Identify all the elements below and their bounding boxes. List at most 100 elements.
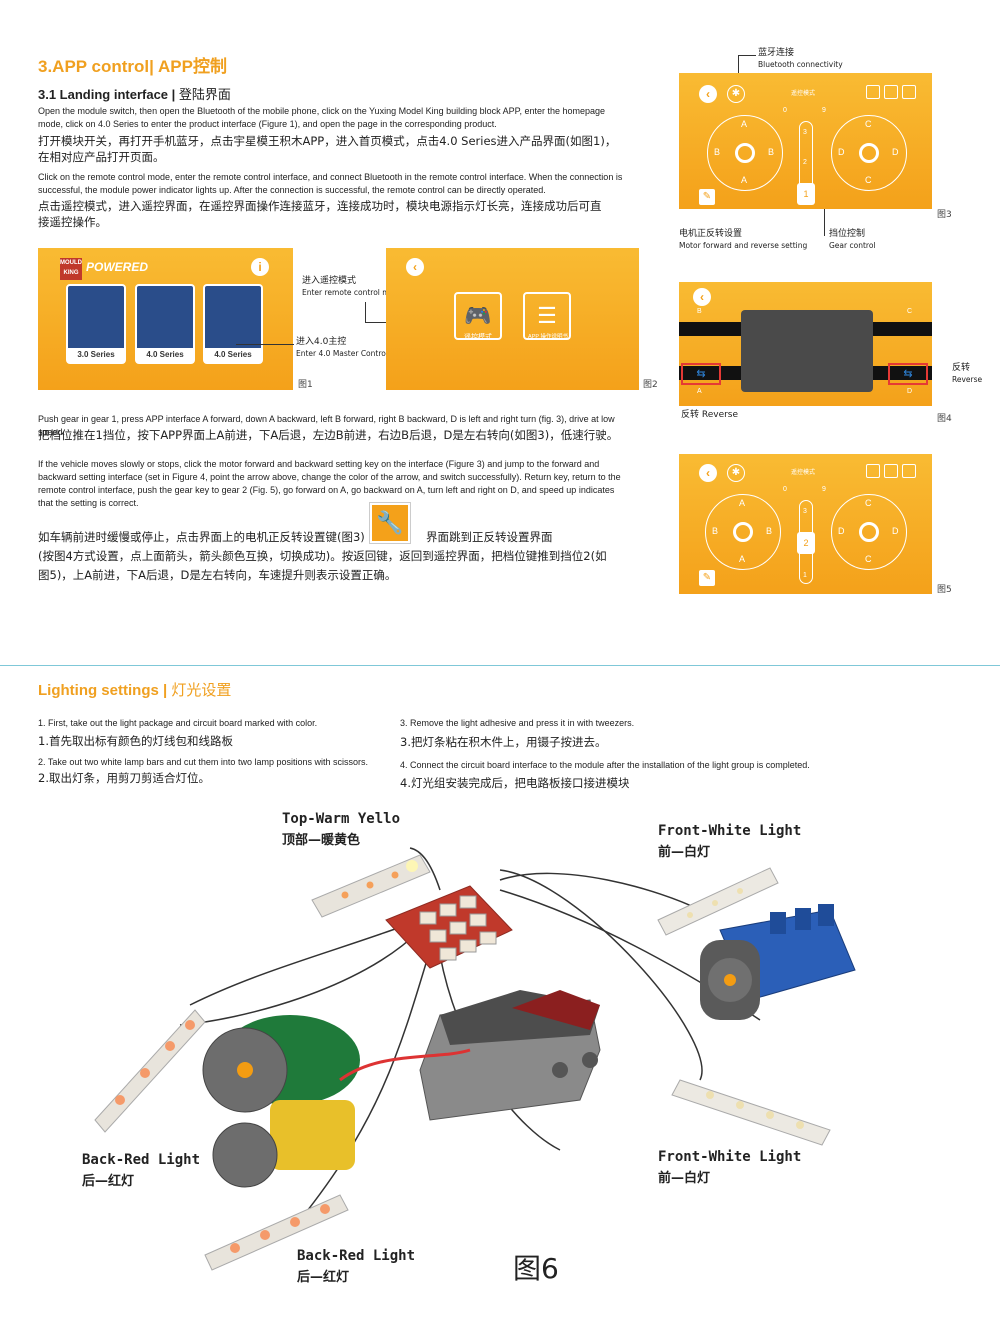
step4-cn: 4.灯光组安装完成后，把电路板接口接进模块 [400,776,630,790]
key-c-down[interactable]: C [865,554,872,564]
gamepad-icon[interactable]: 🎮 [454,292,502,340]
label-top-warm-cn: 顶部—暖黄色 [282,833,361,848]
label-front-white-1-en: Front-White Light [658,823,802,839]
key-c-up[interactable]: C [865,498,872,508]
port-b: B [697,308,702,315]
speed-0: 0 [783,107,787,114]
battery-icon [866,85,880,99]
top-warm-light-strip [311,854,431,918]
key-a-up[interactable]: A [739,498,746,508]
key-b-right[interactable]: B [766,526,773,536]
series-card-4a[interactable]: 4.0 Series [135,284,195,364]
port-d: D [907,388,913,395]
callout-line [738,55,739,88]
fig2-panel: ‹ 🎮 遥控模式 ☰ APP 操作说明书 [386,248,639,390]
gear-slider-thumb[interactable]: 2 [797,532,815,554]
para4-cn-c: (按图4方式设置，点上面箭头，箭头颜色互换，切换成功)。按返回键，返回到遥控界面… [38,549,607,582]
para2-en: Click on the remote control mode, enter … [38,172,623,195]
right-cable [873,322,932,336]
key-d-right[interactable]: D [892,147,899,157]
key-a-down[interactable]: A [741,175,748,185]
callout-line [738,55,756,56]
key-c-down[interactable]: C [865,175,872,185]
subsection-title: 3.1 Landing interface | 登陆界面 [38,87,231,103]
key-d-left[interactable]: D [838,526,845,536]
callout-reverse-left: 反转 Reverse [681,410,739,420]
left-cable [679,322,741,336]
bluetooth-icon[interactable]: ✱ [727,85,745,103]
key-c-up[interactable]: C [865,119,872,129]
back-icon[interactable]: ‹ [699,464,717,482]
label-front-white-2-cn: 前—白灯 [658,1171,711,1186]
label-back-red-1-cn: 后—红灯 [82,1174,135,1189]
series-card-4b[interactable]: 4.0 Series [203,284,263,364]
key-b-left[interactable]: B [712,526,719,536]
key-b-left[interactable]: B [714,147,721,157]
motor-setting-icon[interactable]: ✎ [699,189,715,205]
gear-1: 1 [803,572,807,579]
motor-setting-icon[interactable]: ✎ [699,570,715,586]
key-a-down[interactable]: A [739,554,746,564]
gear-slider-thumb[interactable]: 1 [797,183,815,205]
key-a-up[interactable]: A [741,119,748,129]
series-card-label: 3.0 Series [68,348,124,362]
fig5-title: 遥控模式 [791,470,816,476]
back-icon[interactable]: ‹ [406,258,424,276]
screen-icon [884,85,898,99]
module-top-view [741,310,873,392]
series-card-3[interactable]: 3.0 Series [66,284,126,364]
para4-cn-a: 如车辆前进时缓慢或停止，点击界面上的电机正反转设置键(图3) [38,530,365,544]
section-divider [0,665,1000,666]
left-joystick[interactable] [705,494,781,570]
bluetooth-icon[interactable]: ✱ [727,464,745,482]
lighting-title-cn: 灯光设置 [171,681,232,699]
fig3-label: 图3 [937,210,952,220]
step3-en: 3. Remove the light adhesive and press i… [400,718,635,728]
right-joystick[interactable] [831,115,907,191]
battery-box-module [419,990,601,1121]
settings-icon [902,464,916,478]
label-front-white-2-en: Front-White Light [658,1149,802,1165]
battery-icon [866,464,880,478]
right-joystick[interactable] [831,494,907,570]
step1-cn: 1.首先取出标有颜色的灯线包和线路板 [38,734,233,748]
section-title: 3.APP control| APP控制 [38,57,227,76]
step2-en: 2. Take out two white lamp bars and cut … [38,757,368,767]
reverse-arrow-right[interactable]: ⇆ [888,363,928,385]
remote-mode-label: 遥控模式 [464,334,492,341]
back-icon[interactable]: ‹ [693,288,711,306]
back-icon[interactable]: ‹ [699,85,717,103]
label-back-red-2-cn: 后—红灯 [297,1270,350,1285]
port-a: A [697,388,702,395]
red-circuit-board [385,885,513,969]
speed-0: 0 [783,486,787,493]
info-icon[interactable]: i [251,258,269,276]
para4-en: If the vehicle moves slowly or stops, cl… [38,459,621,508]
label-front-white-2: Front-White Light 前—白灯 [658,1148,801,1186]
para1-en: Open the module switch, then open the Bl… [38,106,606,129]
key-d-right[interactable]: D [892,526,899,536]
fig6-label: 图6 [513,1252,559,1285]
lighting-assembly-illustration [94,847,856,1271]
left-joystick[interactable] [707,115,783,191]
callout-line [236,344,294,345]
lighting-title-en: Lighting settings [38,682,159,699]
right-joystick-center [859,143,879,163]
key-b-right[interactable]: B [768,147,775,157]
fig4-label: 图4 [937,414,952,424]
powered-logo: POWERED [86,260,149,274]
right-joystick-center [859,522,879,542]
step2-cn: 2.取出灯条，用剪刀剪适合灯位。 [38,771,210,785]
manual-book-icon[interactable]: ☰ [523,292,571,340]
reverse-arrow-left[interactable]: ⇆ [681,363,721,385]
key-d-left[interactable]: D [838,147,845,157]
